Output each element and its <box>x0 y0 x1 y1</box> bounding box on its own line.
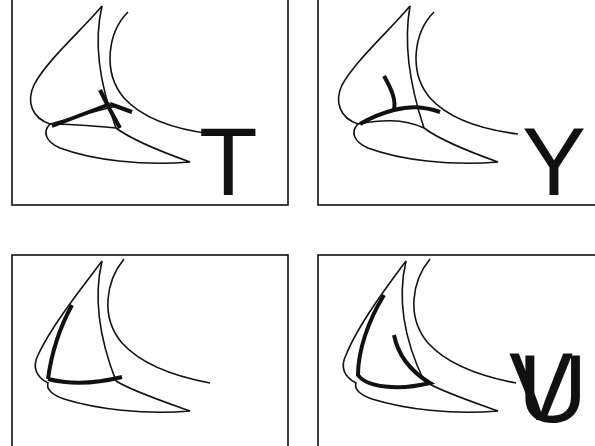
bone-outline-u <box>343 259 516 412</box>
bone-outline-t <box>31 6 212 163</box>
bone-outline-y <box>339 6 518 163</box>
bone-outline-v <box>35 259 210 412</box>
panel-frames <box>12 0 595 446</box>
panel-frame <box>318 255 595 446</box>
type-letter: U <box>518 341 587 437</box>
type-letter: Y <box>522 114 586 210</box>
panel-frame <box>12 255 288 446</box>
type-letter: T <box>199 114 258 210</box>
